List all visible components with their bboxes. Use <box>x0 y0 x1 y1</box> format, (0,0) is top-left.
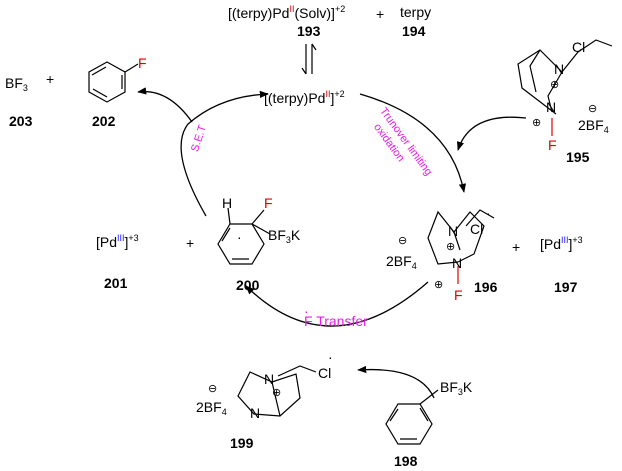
chlorine-199: Cl <box>318 365 332 381</box>
compound-number-203: 203 <box>9 113 33 129</box>
plus-charge-196-bottom: ⊕ <box>434 279 444 291</box>
fluorine-200: F <box>264 195 273 211</box>
structure-200 <box>217 207 271 265</box>
arc-195-feed <box>457 116 527 151</box>
compound-number-199: 199 <box>230 435 254 451</box>
compound-number-201: 201 <box>104 275 128 291</box>
f-transfer-step-label: F Transfer <box>304 313 368 329</box>
plus-charge-199: ⊕ <box>272 387 282 399</box>
hydrogen-200: H <box>222 195 233 211</box>
complex-193-formula: [(terpy)PdII(Solv)]+2 <box>228 4 346 21</box>
compound-number-196: 196 <box>474 279 498 295</box>
minus-charge-195: ⊖ <box>588 103 598 115</box>
nitrogen-195-top: N <box>554 61 565 77</box>
arc-198-to-199 <box>357 365 435 399</box>
radical-dot-196: · <box>486 205 491 221</box>
chlorine-195: Cl <box>572 39 586 55</box>
bf3k-200: BF3K <box>268 227 301 245</box>
counterion-196: 2BF4 <box>386 253 417 271</box>
structure-198 <box>385 389 439 445</box>
counterion-199: 2BF4 <box>196 399 227 417</box>
bf3k-198: BF3K <box>440 379 473 397</box>
structure-202 <box>88 61 139 103</box>
pd-iii-left: [PdIII]+3 <box>96 233 139 250</box>
cycle-arrows <box>137 87 527 399</box>
fluorine-195: F <box>548 137 557 153</box>
minus-charge-196: ⊖ <box>398 235 408 247</box>
arc-f-transfer <box>245 281 429 327</box>
plus-charge-195-bottom: ⊕ <box>532 117 542 129</box>
compound-number-197: 197 <box>554 279 578 295</box>
compound-number-202: 202 <box>92 113 116 129</box>
catalyst-formula: [(terpy)PdII]+2 <box>264 89 345 106</box>
compound-number-198: 198 <box>394 453 418 469</box>
structure-195 <box>517 39 613 136</box>
nitrogen-196-bottom: N <box>452 255 463 271</box>
nitrogen-199-bottom: N <box>250 405 261 421</box>
plus-sign-right-mid: + <box>512 239 521 255</box>
plus-sign-left-mid: + <box>186 235 195 251</box>
f-transfer-radical-dot: · <box>304 303 309 319</box>
minus-charge-199: ⊖ <box>208 383 218 395</box>
structure-199 <box>237 365 317 417</box>
compound-number-195: 195 <box>566 149 590 165</box>
nitrogen-199-top: N <box>264 371 275 387</box>
plus-charge-196-top: ⊕ <box>446 241 456 253</box>
counterion-195: 2BF4 <box>578 117 609 135</box>
radical-dot-200: · <box>237 229 242 245</box>
arc-products <box>137 87 193 123</box>
compound-number-193: 193 <box>297 23 321 39</box>
chlorine-196: Cl <box>470 221 484 237</box>
plus-sign-top: + <box>376 6 385 22</box>
bf3-formula: BF3 <box>5 75 28 93</box>
nitrogen-195-bottom: N <box>546 99 557 115</box>
pd-iii-right: [PdIII]+3 <box>540 235 583 252</box>
plus-charge-195-top: ⊕ <box>550 79 560 91</box>
equilibrium-arrows <box>301 43 317 75</box>
compound-number-200: 200 <box>236 277 260 293</box>
structure-196 <box>427 209 495 284</box>
arc-oxidation <box>359 93 467 193</box>
terpy-label: terpy <box>400 4 432 20</box>
plus-sign-products: + <box>46 71 55 87</box>
compound-number-194: 194 <box>402 23 426 39</box>
arc-set <box>180 90 269 217</box>
radical-dot-199: · <box>328 349 333 365</box>
fluorine-196: F <box>454 287 463 303</box>
nitrogen-196-top: N <box>448 223 459 239</box>
fluorine-202: F <box>138 55 147 71</box>
